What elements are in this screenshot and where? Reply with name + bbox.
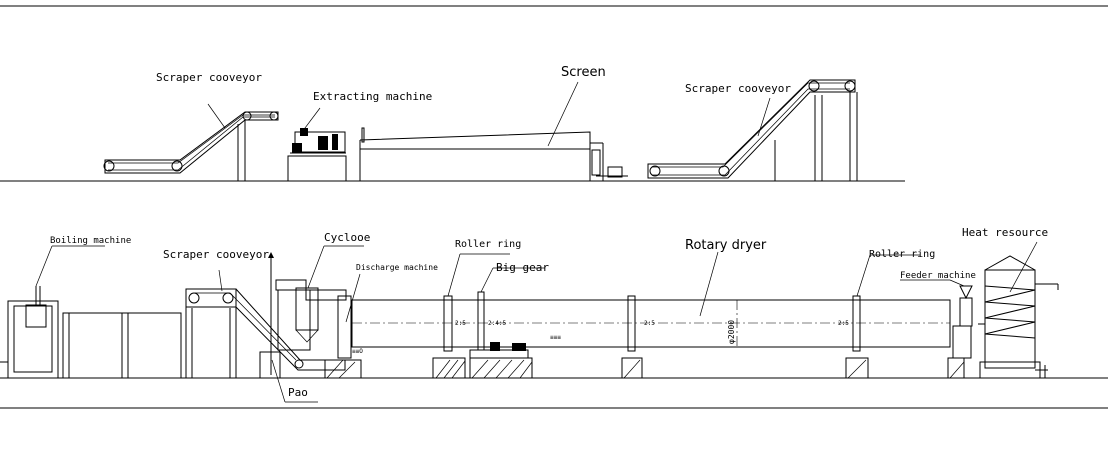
- pan-base: [259, 351, 318, 403]
- label-roller-ring-left: Roller ring: [455, 239, 521, 250]
- label-scraper-conveyor-top-left: Scraper cooveyor: [156, 71, 262, 84]
- scraper-conveyor-top-right: [647, 79, 858, 181]
- label-discharge-machine: Discharge machine: [356, 263, 438, 272]
- support-right-end: [947, 357, 965, 379]
- foundation-hatching: [326, 359, 965, 379]
- scraper-conveyor-bottom: [185, 269, 346, 379]
- label-scraper-conveyor-top-right: Scraper cooveyor: [685, 82, 791, 95]
- label-screen: Screen: [561, 65, 606, 80]
- label-drum-diameter: φ2000: [727, 320, 736, 344]
- screen-machine: [359, 81, 628, 181]
- label-heat-resource: Heat resource: [962, 226, 1048, 239]
- drum-mark-6: ≡≡O: [352, 348, 363, 355]
- drum-mark-2: 2:4:5: [488, 320, 506, 327]
- extracting-machine: [287, 107, 347, 182]
- label-cyclone: Cyclooe: [324, 231, 370, 244]
- big-gear: [469, 267, 545, 379]
- drum-mark-3: ≡≡≡: [550, 334, 561, 341]
- cyclone: [268, 245, 364, 375]
- label-scraper-conveyor-bottom: Scraper cooveyor: [163, 248, 269, 261]
- label-boiling-machine: Boiling machine: [50, 236, 131, 246]
- label-big-gear: Big gear: [496, 261, 549, 274]
- roller-ring-right: [845, 254, 920, 379]
- label-roller-ring-right: Roller ring: [869, 249, 935, 260]
- label-rotary-dryer: Rotary dryer: [685, 238, 767, 253]
- drum-mark-4: 2:5: [644, 320, 655, 327]
- drum-mark-5: 2:5: [838, 320, 849, 327]
- scraper-conveyor-top-left: [103, 103, 279, 181]
- roller-ring-left: [432, 253, 510, 379]
- support-ring-middle: [621, 295, 643, 379]
- drum-mark-1: 2:5: [455, 320, 466, 327]
- label-pan: Pao: [288, 386, 308, 399]
- feeder-machine: [900, 279, 973, 359]
- tank-unit: [62, 312, 182, 379]
- boiling-machine: [0, 245, 105, 379]
- heat-resource: [978, 241, 1059, 379]
- label-feeder-machine: Feeder machine: [900, 271, 976, 281]
- label-extracting-machine: Extracting machine: [313, 90, 432, 103]
